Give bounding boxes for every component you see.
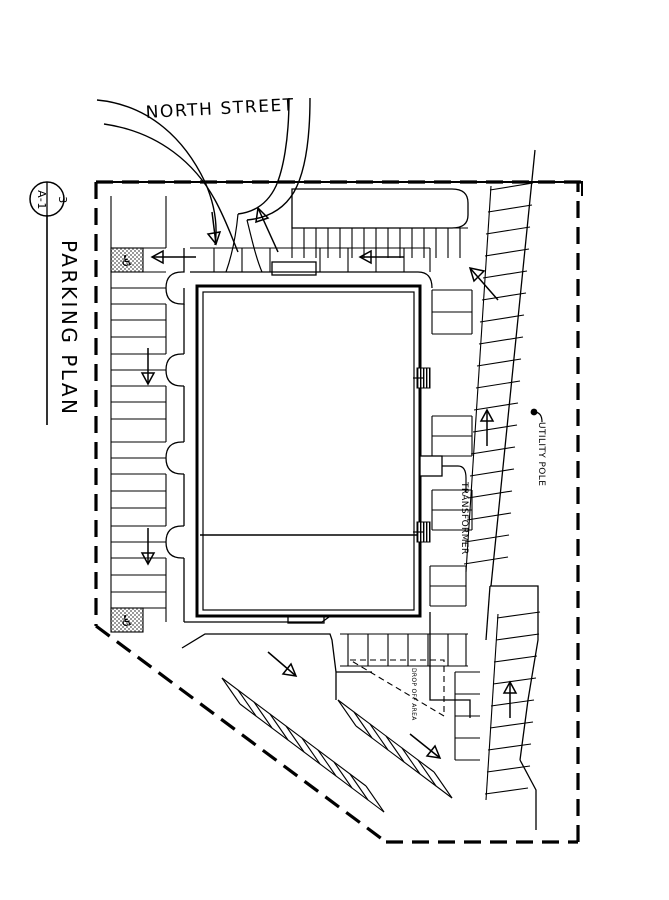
island-west-a-top bbox=[165, 248, 185, 289]
transformer-leader bbox=[442, 465, 467, 492]
curb-southwest-drive bbox=[181, 633, 337, 700]
stall-bank-east-lower bbox=[429, 565, 467, 607]
arrow-bottom-center bbox=[409, 733, 442, 759]
stall-bank-southwest-angled bbox=[221, 677, 385, 813]
arrow-bottom-right-up bbox=[502, 680, 518, 718]
property-line-southwest bbox=[95, 624, 387, 844]
stall-aisle-east-angled bbox=[465, 185, 492, 573]
wheelchair-icon: ♿ bbox=[120, 612, 133, 630]
detail-sheet-number: A-1 bbox=[35, 190, 48, 210]
drive-throat-left bbox=[225, 213, 239, 273]
building-inner-wall bbox=[202, 291, 415, 611]
island-west-c-bot bbox=[165, 457, 184, 475]
curb-east-lower bbox=[490, 585, 539, 761]
stall-aisle-sw-top bbox=[221, 677, 367, 787]
site-edge-north-solid bbox=[96, 181, 583, 196]
street-curb-right bbox=[237, 97, 290, 215]
stall-bank-south-angled bbox=[337, 699, 453, 799]
stall-aisle-s-bot bbox=[355, 725, 453, 799]
stall-bank-east-upper bbox=[431, 289, 473, 335]
stall-bank-building-south bbox=[340, 633, 468, 667]
accessible-stall-south: ♿ bbox=[110, 607, 144, 633]
curb-lines bbox=[165, 188, 539, 830]
utility-pole-group: UTILITY POLE bbox=[530, 408, 546, 486]
stall-bank-building-north bbox=[190, 247, 431, 272]
hc-stall-box-north bbox=[110, 247, 144, 273]
stall-aisle-sw-bot bbox=[239, 703, 385, 813]
arrow-top-left bbox=[150, 249, 196, 265]
island-west-b-top bbox=[165, 353, 184, 371]
street-curb-left-inner bbox=[103, 123, 239, 253]
curb-east-lower-2 bbox=[485, 585, 491, 641]
arrow-left-lower bbox=[140, 528, 156, 566]
island-west-c-top bbox=[165, 441, 184, 459]
arrow-right-up bbox=[479, 408, 495, 446]
arrow-left-upper bbox=[140, 348, 156, 386]
curb-southeast bbox=[519, 759, 537, 830]
arrow-entry-north bbox=[206, 211, 222, 246]
street-curb-left bbox=[96, 99, 217, 246]
hc-stall-box-south bbox=[110, 607, 144, 633]
transformer-label: TRANSFORMER bbox=[459, 481, 469, 555]
stall-bank-south-east-vertical bbox=[454, 671, 480, 761]
stall-aisle-s-top bbox=[337, 699, 435, 773]
stall-bank-east-angled-lower bbox=[484, 611, 541, 801]
easement-line-east bbox=[490, 149, 536, 587]
title-block: 3 A-1 PARKING PLAN bbox=[29, 181, 81, 425]
utility-pole-leader bbox=[533, 411, 543, 423]
utility-pole-label: UTILITY POLE bbox=[536, 422, 546, 486]
accessible-stall-north: ♿ bbox=[110, 247, 144, 273]
arrow-right-diagonal bbox=[468, 266, 499, 301]
island-west-a-bot bbox=[165, 287, 185, 305]
arrow-bottom-left bbox=[267, 651, 298, 677]
drop-off-island-outline bbox=[348, 659, 445, 717]
curb-south-mid bbox=[429, 612, 471, 718]
stall-bank-east-angled-upper bbox=[463, 182, 534, 573]
detail-number: 3 bbox=[56, 196, 69, 204]
entry-pad-north bbox=[271, 261, 317, 276]
arrow-top-right bbox=[358, 249, 404, 265]
drawing-title: PARKING PLAN bbox=[57, 240, 81, 417]
island-west-d-bot bbox=[165, 541, 184, 559]
north-street-group: NORTH STREET bbox=[96, 95, 311, 273]
stall-bank-east-mid bbox=[431, 415, 473, 531]
wheelchair-icon: ♿ bbox=[120, 252, 133, 270]
island-west-b-bot bbox=[165, 369, 184, 387]
transformer-pad bbox=[419, 455, 443, 477]
traffic-arrows bbox=[140, 206, 518, 759]
walk-north-building bbox=[190, 271, 433, 289]
island-west-d-top bbox=[165, 525, 184, 543]
drop-off-island: DROP OFF AREA bbox=[348, 659, 445, 721]
transformer-group: TRANSFORMER bbox=[419, 455, 469, 555]
stall-aisle-east-angled-lower bbox=[485, 613, 499, 801]
building-footprint bbox=[195, 284, 431, 618]
arrow-entry-north-2 bbox=[255, 206, 279, 253]
drop-off-island-note: DROP OFF AREA bbox=[410, 668, 417, 721]
